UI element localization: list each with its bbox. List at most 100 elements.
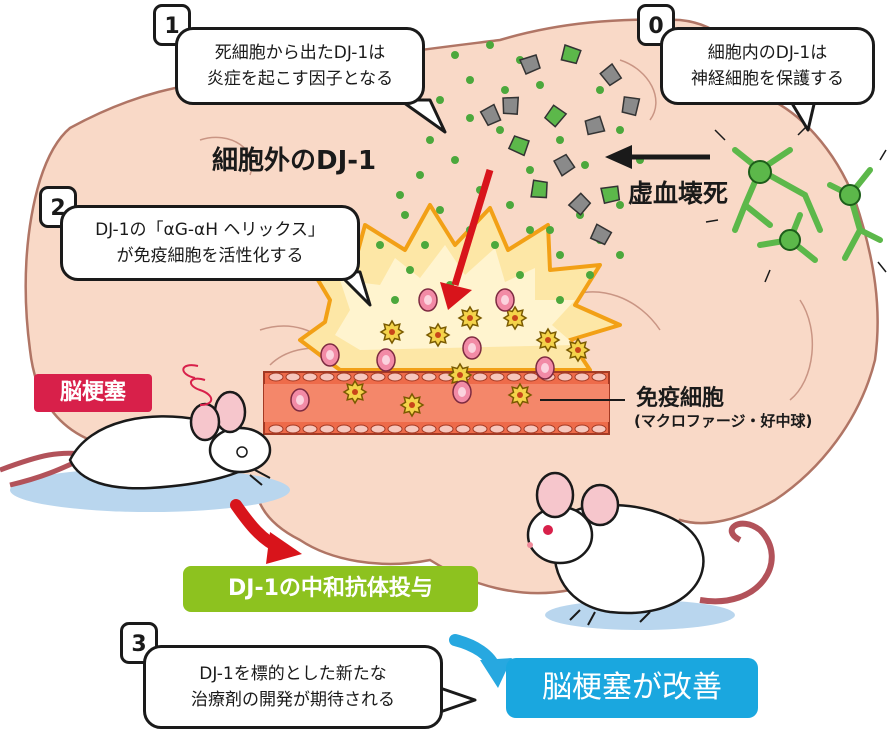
endothelial-cell xyxy=(591,372,607,382)
dj1-dot-icon xyxy=(496,126,504,134)
brain-fold xyxy=(789,299,813,401)
cell-nucleus xyxy=(545,337,551,343)
endothelial-cell xyxy=(506,372,522,382)
callout-step-0-line1: 細胞内のDJ-1は xyxy=(707,43,828,63)
dj1-dot-icon xyxy=(436,96,444,104)
debris-fragment xyxy=(530,179,548,199)
callout-step-1-line2: 炎症を起こす因子となる xyxy=(206,69,394,89)
callout-step-2-line2: が免疫細胞を活性化する xyxy=(116,246,304,266)
endothelial-cell xyxy=(353,424,369,434)
dj1-release-arrow xyxy=(451,168,494,287)
dj1-dot-icon xyxy=(616,126,624,134)
endothelial-cell xyxy=(455,424,471,434)
immune-cells-group xyxy=(290,288,591,418)
endothelial-cell xyxy=(353,372,369,382)
endothelial-cell xyxy=(285,424,301,434)
dj1-dot-icon xyxy=(526,226,534,234)
healthy-mouse-icon xyxy=(526,471,775,630)
dj1-dot-icon xyxy=(596,86,604,94)
blood-vessel-icon xyxy=(263,371,610,435)
cell-nucleus xyxy=(517,392,523,398)
dj1-dot-icon xyxy=(501,86,509,94)
cell-nucleus xyxy=(541,363,549,373)
dj1-dot-icon xyxy=(401,211,409,219)
debris-fragment xyxy=(567,192,592,216)
dj1-dot-icon xyxy=(491,241,499,249)
cell-nucleus xyxy=(435,332,441,338)
callout-step-3-line1: DJ-1を標的とした新たな xyxy=(199,664,387,684)
label-ischemic-necrosis: 虚血壊死 xyxy=(628,179,729,208)
callout-step-0: 細胞内のDJ-1は 神経細胞を保護する xyxy=(660,27,875,105)
endothelial-cell xyxy=(557,424,573,434)
dj1-dot-icon xyxy=(546,226,554,234)
debris-fragment xyxy=(621,96,641,117)
dj1-dot-icon xyxy=(376,241,384,249)
dead-cell-debris xyxy=(479,44,641,246)
brain-fold xyxy=(199,136,253,176)
endothelial-cell xyxy=(336,424,352,434)
endothelial-cell xyxy=(302,372,318,382)
endothelial-cell xyxy=(472,424,488,434)
dj1-dot-icon xyxy=(466,114,474,122)
callout-step-2: DJ-1の「αG-αH ヘリックス」 が免疫細胞を活性化する xyxy=(60,205,360,281)
cell-nucleus xyxy=(467,315,473,321)
endothelial-cell xyxy=(387,424,403,434)
dj1-dot-icon xyxy=(506,201,514,209)
cell-nucleus xyxy=(424,295,432,305)
dj1-dot-icon xyxy=(466,76,474,84)
endothelial-cell xyxy=(421,424,437,434)
dj1-dot-icon xyxy=(581,161,589,169)
endothelial-cell xyxy=(438,424,454,434)
callout-step-1-line1: 死細胞から出たDJ-1は xyxy=(214,43,386,63)
mouse-icon-stroke xyxy=(0,364,290,512)
endothelial-cell xyxy=(489,372,505,382)
callout-step-3-line2: 治療剤の開発が期待される xyxy=(191,690,395,710)
dj1-dot-icon xyxy=(556,251,564,259)
callout-step-1: 死細胞から出たDJ-1は 炎症を起こす因子となる xyxy=(175,27,425,105)
cell-nucleus xyxy=(352,389,358,395)
cell-nucleus xyxy=(389,329,395,335)
endothelial-cell xyxy=(285,372,301,382)
debris-fragment xyxy=(553,153,576,177)
label-immune-cells-sub: (マクロファージ・好中球) xyxy=(634,412,813,430)
endothelial-cell xyxy=(319,424,335,434)
endothelial-cell xyxy=(472,372,488,382)
dj1-dot-icon xyxy=(391,296,399,304)
callout-step-2-line1: DJ-1の「αG-αH ヘリックス」 xyxy=(95,220,325,240)
debris-fragment xyxy=(589,223,613,246)
endothelial-cell xyxy=(404,424,420,434)
endothelial-cell xyxy=(370,424,386,434)
debris-fragment xyxy=(600,185,621,205)
brain-fold xyxy=(619,59,657,121)
dj1-dot-icon xyxy=(436,206,444,214)
endothelial-cell xyxy=(489,424,505,434)
dj1-dot-icon xyxy=(426,136,434,144)
dj1-dot-icon xyxy=(416,171,424,179)
cell-nucleus xyxy=(382,355,390,365)
endothelial-cell xyxy=(404,372,420,382)
dj1-dot-icon xyxy=(556,296,564,304)
label-extracellular-dj1: 細胞外のDJ-1 xyxy=(212,146,377,176)
stroke-badge: 脳梗塞 xyxy=(34,374,152,412)
endothelial-cell xyxy=(421,372,437,382)
dj1-dot-icon xyxy=(516,271,524,279)
endothelial-cell xyxy=(506,424,522,434)
debris-fragment xyxy=(584,115,606,136)
dj1-dot-icon xyxy=(451,51,459,59)
endothelial-cell xyxy=(540,424,556,434)
cell-nucleus xyxy=(575,347,581,353)
label-immune-cells: 免疫細胞 xyxy=(636,386,725,411)
endothelial-cell xyxy=(574,424,590,434)
cell-nucleus xyxy=(468,343,476,353)
endothelial-cell xyxy=(591,424,607,434)
dj1-dot-icon xyxy=(536,81,544,89)
debris-fragment xyxy=(518,54,541,75)
endothelial-cell xyxy=(557,372,573,382)
cell-nucleus xyxy=(296,395,304,405)
improvement-arrowhead xyxy=(480,658,512,688)
dj1-dot-icon xyxy=(526,166,534,174)
improved-badge: 脳梗塞が改善 xyxy=(506,658,758,718)
debris-fragment xyxy=(560,44,582,65)
dj1-dot-icon xyxy=(451,156,459,164)
cell-nucleus xyxy=(457,372,463,378)
